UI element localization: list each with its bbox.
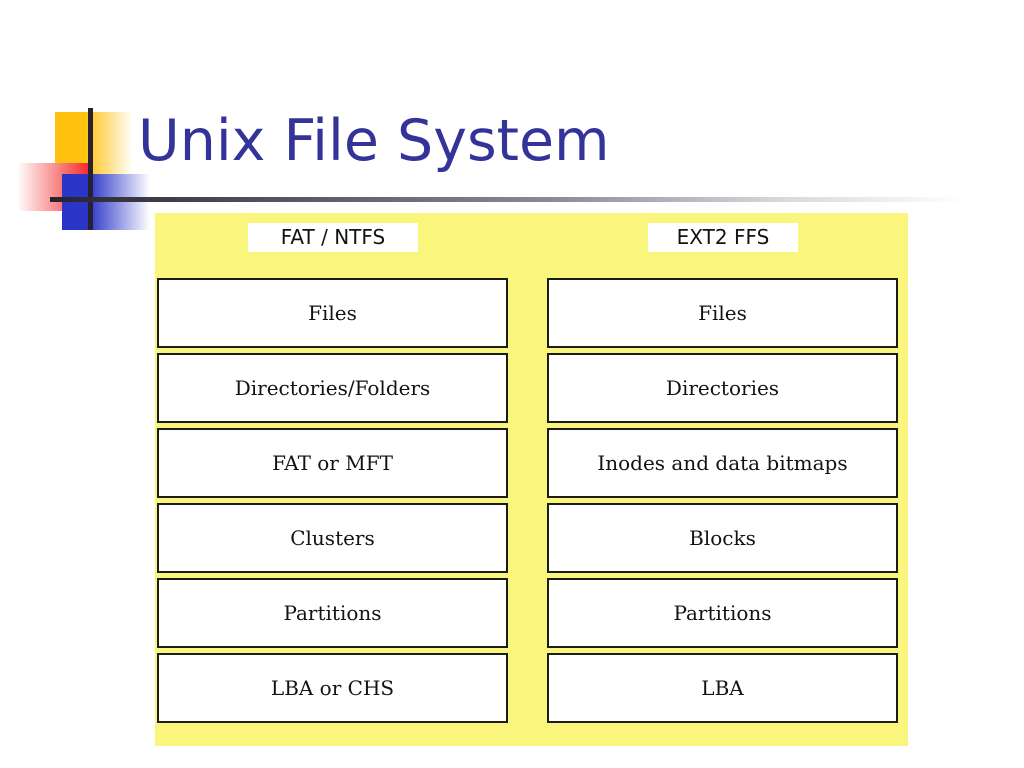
cell-right-6: LBA	[547, 653, 898, 723]
cell-left-1: Files	[157, 278, 508, 348]
column-fat-ntfs: Files Directories/Folders FAT or MFT Clu…	[157, 278, 508, 723]
cell-left-4: Clusters	[157, 503, 508, 573]
diagram-header-row: FAT / NTFS EXT2 FFS	[155, 223, 908, 253]
vertical-dark-bar	[88, 108, 93, 230]
column-header-ext2-ffs: EXT2 FFS	[648, 223, 798, 252]
slide-decoration	[0, 0, 1024, 240]
cell-right-4: Blocks	[547, 503, 898, 573]
page-title: Unix File System	[138, 108, 610, 174]
cell-left-3: FAT or MFT	[157, 428, 508, 498]
cell-left-6: LBA or CHS	[157, 653, 508, 723]
cell-left-2: Directories/Folders	[157, 353, 508, 423]
cell-right-1: Files	[547, 278, 898, 348]
cell-right-2: Directories	[547, 353, 898, 423]
cell-right-5: Partitions	[547, 578, 898, 648]
filesystem-comparison-diagram: FAT / NTFS EXT2 FFS Files Directories/Fo…	[155, 213, 908, 746]
column-ext2-ffs: Files Directories Inodes and data bitmap…	[547, 278, 898, 723]
cell-left-5: Partitions	[157, 578, 508, 648]
horizontal-fading-rule	[50, 197, 965, 202]
blue-gradient-square	[62, 174, 150, 230]
cell-right-3: Inodes and data bitmaps	[547, 428, 898, 498]
column-header-fat-ntfs: FAT / NTFS	[248, 223, 418, 252]
